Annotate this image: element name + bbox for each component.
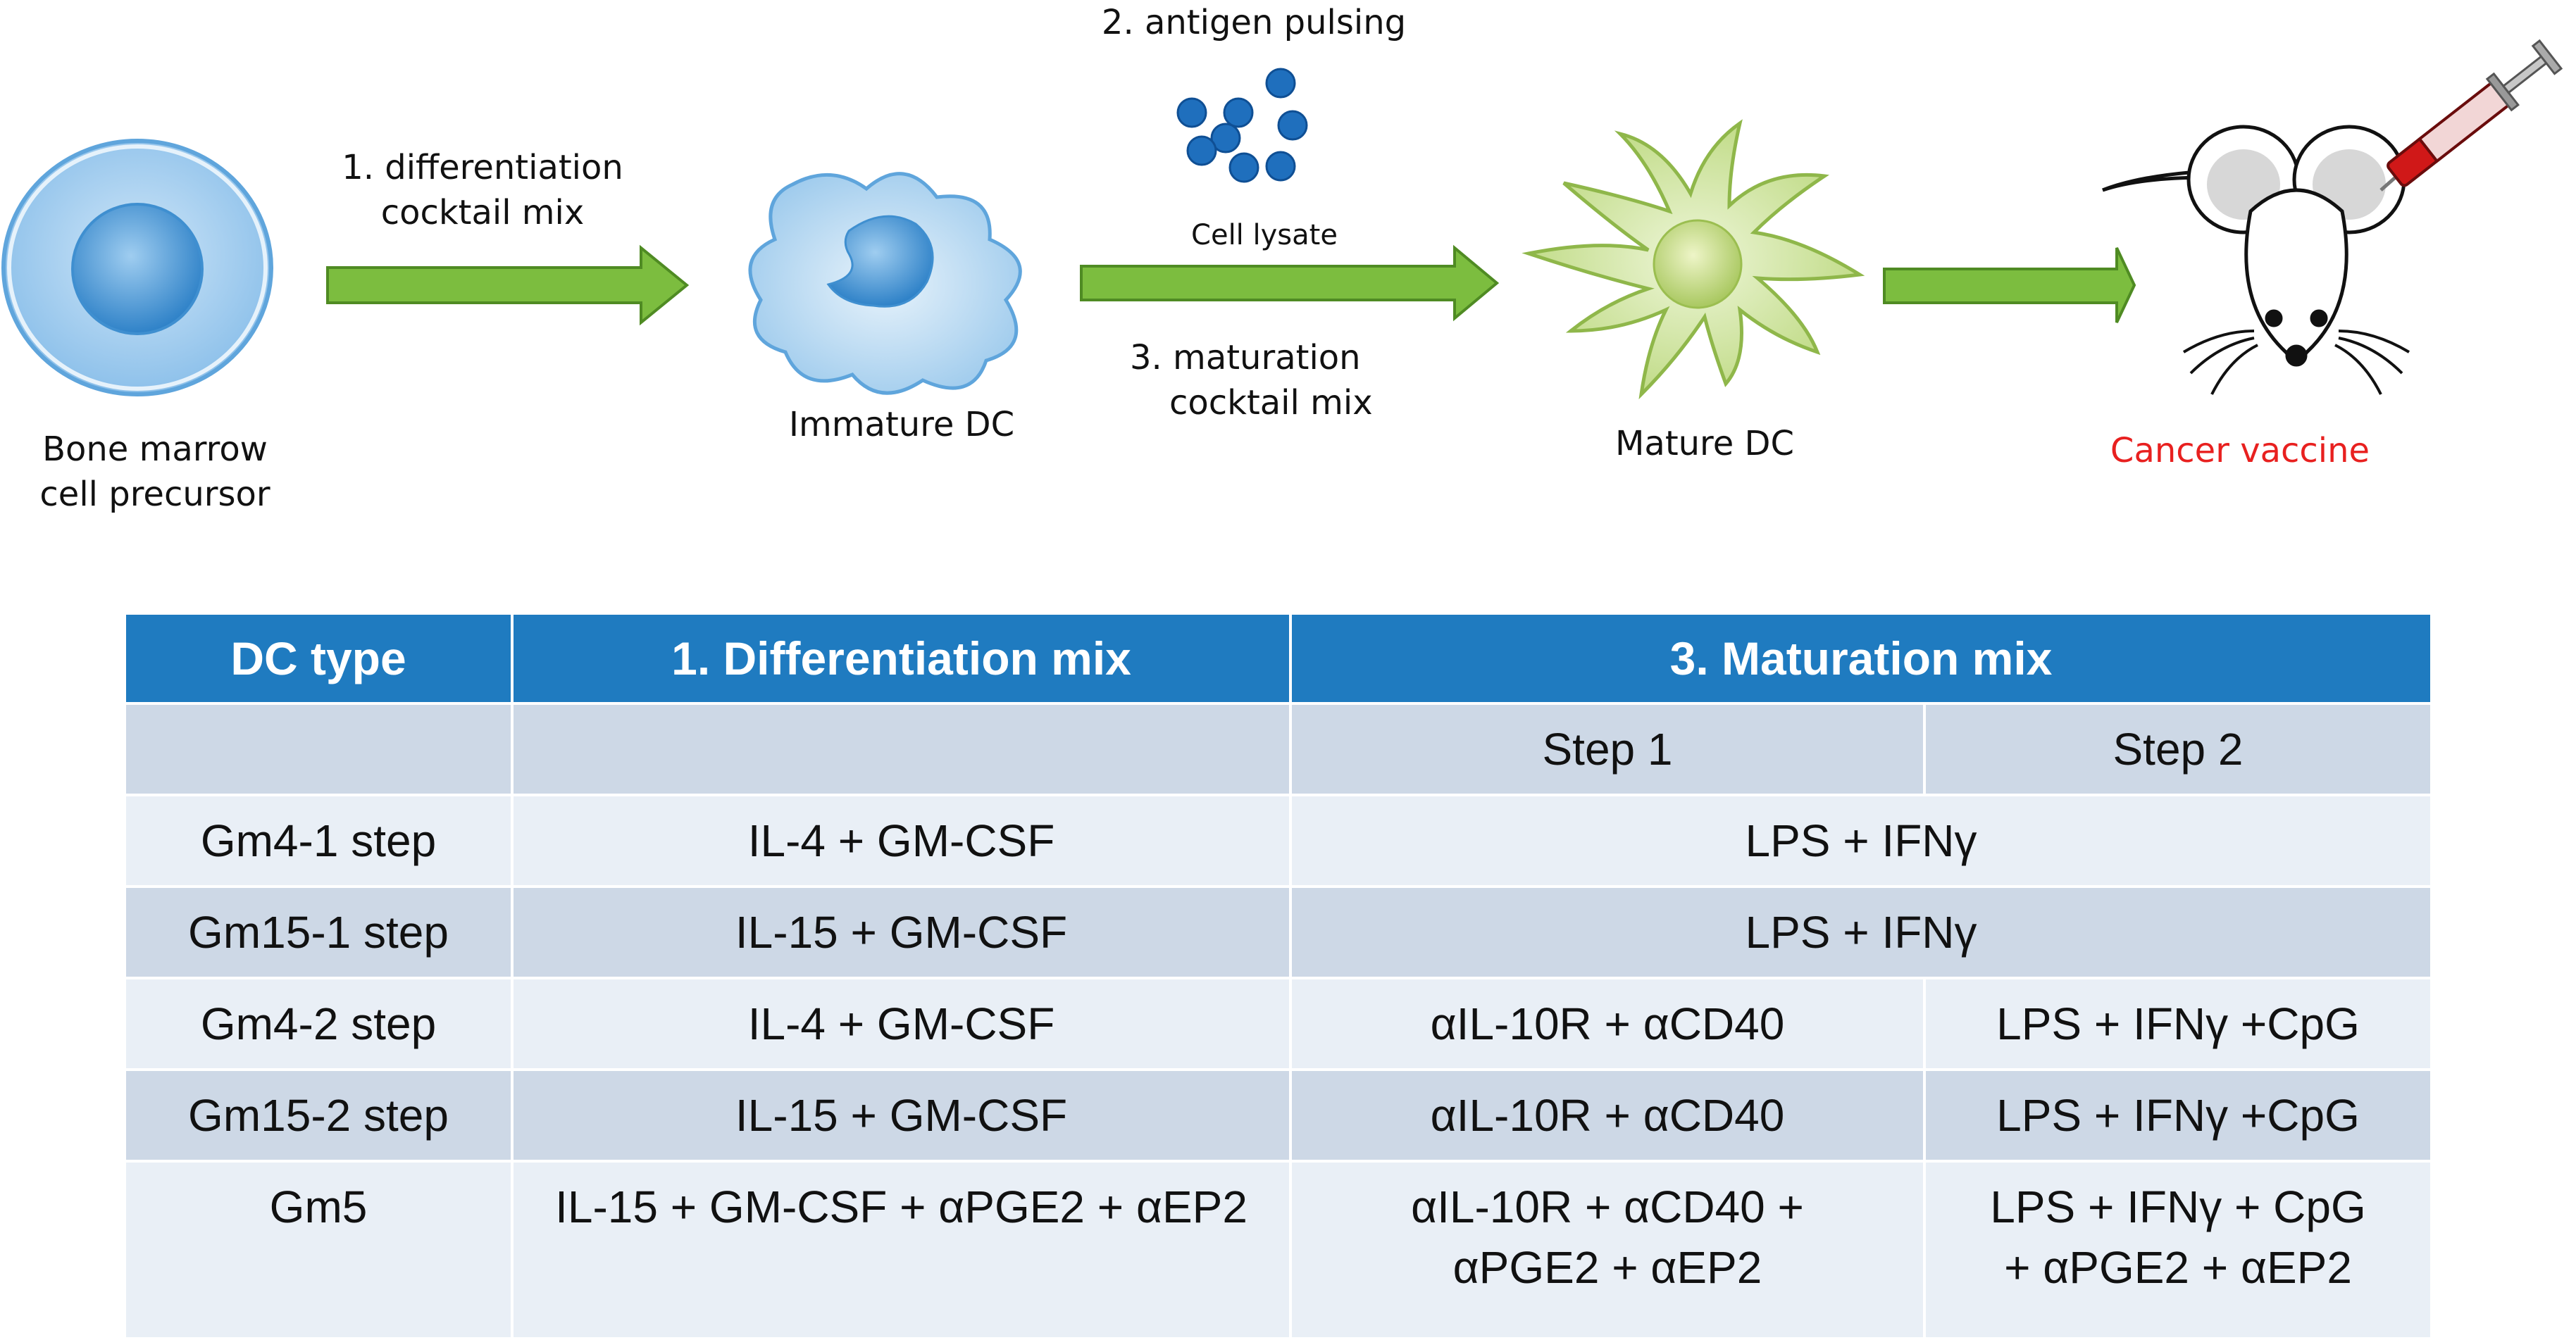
cell-diff-mix: IL-4 + GM-CSF (511, 977, 1292, 1071)
diagram-graphics (1, 39, 2563, 400)
arrow-differentiation (326, 244, 690, 326)
cell-dc-type: Gm4-2 step (123, 977, 514, 1071)
cell-diff-mix: IL-15 + GM-CSF + αPGE2 + αEP2 (511, 1160, 1292, 1340)
cell-dc-type: Gm15-2 step (123, 1068, 514, 1163)
bone-marrow-label: Bone marrow cell precursor (21, 427, 289, 517)
step3-label-line1: 3. maturation (1130, 338, 1361, 377)
immature-dc-icon (748, 172, 1022, 395)
step2-label: 2. antigen pulsing (1101, 3, 1407, 42)
subheader-blank-2 (511, 702, 1292, 796)
table-row: Gm4-2 step IL-4 + GM-CSF αIL-10R + αCD40… (123, 977, 2434, 1071)
cell-step1: αIL-10R + αCD40 + αPGE2 + αEP2 (1289, 1160, 1926, 1340)
cell-step2: LPS + IFNγ + CpG + αPGE2 + αEP2 (1922, 1160, 2434, 1340)
step3-label: 3. maturation cocktail mix (1113, 335, 1423, 425)
cell-maturation: LPS + IFNγ (1288, 794, 2434, 888)
table-row: Gm15-2 step IL-15 + GM-CSF αIL-10R + αCD… (123, 1068, 2434, 1163)
table-header-row: DC type 1. Differentiation mix 3. Matura… (123, 612, 2434, 705)
dc-protocol-table: DC type 1. Differentiation mix 3. Matura… (123, 612, 2434, 1340)
syringe-icon (2379, 39, 2563, 192)
cell-dc-type: Gm4-1 step (123, 794, 514, 888)
table-row: Gm15-1 step IL-15 + GM-CSF LPS + IFNγ (123, 885, 2434, 979)
header-maturation-mix: 3. Maturation mix (1288, 612, 2434, 705)
table-row: Gm4-1 step IL-4 + GM-CSF LPS + IFNγ (123, 794, 2434, 888)
arrow-vaccine (1883, 247, 2136, 323)
cell-lysate-label: Cell lysate (1191, 219, 1338, 251)
step1-label-line2: cocktail mix (380, 193, 585, 232)
immature-dc-label: Immature DC (788, 405, 1015, 444)
bone-marrow-label-line1: Bone marrow (42, 430, 268, 469)
bone-marrow-cell-icon (1, 139, 273, 396)
subheader-step1: Step 1 (1289, 702, 1926, 796)
cell-diff-mix: IL-4 + GM-CSF (511, 794, 1292, 888)
cell-step2: LPS + IFNγ +CpG (1922, 977, 2434, 1071)
subheader-step2: Step 2 (1922, 702, 2434, 796)
mouse-icon (2102, 125, 2410, 395)
dc-vaccine-diagram: Bone marrow cell precursor 1. differenti… (0, 0, 2576, 535)
cell-step2: LPS + IFNγ +CpG (1922, 1068, 2434, 1163)
cell-step2-line2: + αPGE2 + αEP2 (2004, 1242, 2352, 1293)
subheader-blank-1 (123, 702, 514, 796)
mature-dc-icon (1522, 119, 1865, 400)
arrow-maturation (1080, 244, 1500, 322)
lysate-dots-icon (1176, 68, 1308, 183)
cell-step1-line1: αIL-10R + αCD40 + (1411, 1182, 1804, 1232)
step3-label-line2: cocktail mix (1169, 383, 1373, 422)
cell-step2-line1: LPS + IFNγ + CpG (1990, 1182, 2366, 1232)
table-subheader-row: Step 1 Step 2 (123, 702, 2434, 796)
header-dc-type: DC type (123, 612, 514, 705)
mature-dc-label: Mature DC (1614, 424, 1794, 463)
cell-diff-mix: IL-15 + GM-CSF (511, 1068, 1292, 1163)
cancer-vaccine-label: Cancer vaccine (2110, 431, 2370, 470)
cell-step1-line2: αPGE2 + αEP2 (1452, 1242, 1762, 1293)
cell-step1: αIL-10R + αCD40 (1289, 977, 1926, 1071)
cell-step1: αIL-10R + αCD40 (1289, 1068, 1926, 1163)
cell-diff-mix: IL-15 + GM-CSF (511, 885, 1292, 979)
step1-label: 1. differentiation cocktail mix (324, 145, 641, 235)
header-differentiation-mix: 1. Differentiation mix (511, 612, 1292, 705)
table-row: Gm5 IL-15 + GM-CSF + αPGE2 + αEP2 αIL-10… (123, 1160, 2434, 1340)
cell-dc-type: Gm15-1 step (123, 885, 514, 979)
step1-label-line1: 1. differentiation (342, 148, 623, 187)
bone-marrow-label-line2: cell precursor (39, 475, 270, 514)
cell-dc-type: Gm5 (123, 1160, 514, 1340)
cell-maturation: LPS + IFNγ (1288, 885, 2434, 979)
